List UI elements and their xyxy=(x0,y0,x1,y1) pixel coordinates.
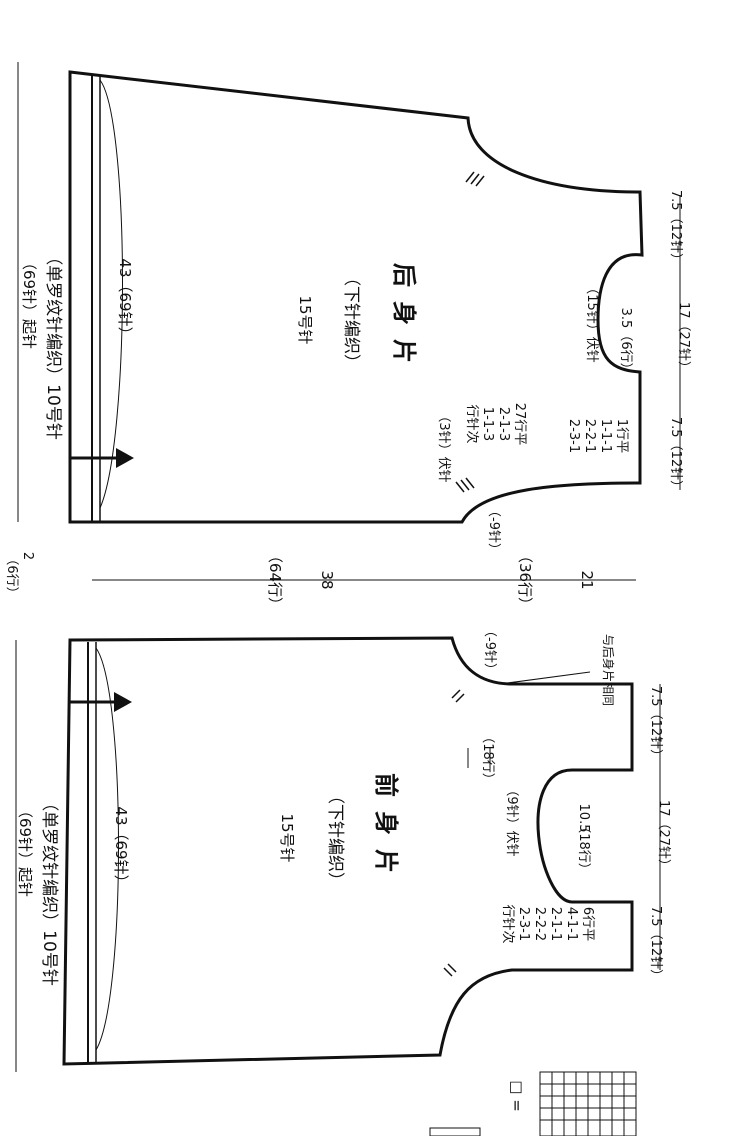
back-neck-dec-1: 1-1-1 xyxy=(598,419,613,453)
front-arrow-head xyxy=(114,692,132,712)
back-armhole-arc xyxy=(99,79,123,509)
back-armhole-dec-1: 2-1-3 xyxy=(496,407,511,441)
front-neck-dec-2: 2-1-1 xyxy=(548,907,563,941)
back-neck-depth-a: 3.5 xyxy=(618,308,633,329)
front-ticks-top xyxy=(451,689,465,703)
armhole-depth-rows: （36行） xyxy=(516,548,534,612)
front-needle: 15号针 xyxy=(278,813,296,862)
back-neck-depth-b: （6行） xyxy=(618,328,633,375)
back-ticks-top xyxy=(465,171,485,187)
front-title: 前身片 xyxy=(372,773,400,887)
back-armhole-bindoff: （3针）伏针 xyxy=(436,409,451,482)
back-piece-outline xyxy=(68,70,644,524)
length-rows: （64行） xyxy=(266,548,284,612)
front-same-as-back: 与后身片相同 xyxy=(601,634,616,706)
back-ticks-bottom xyxy=(455,477,475,493)
back-neck-dec-2: 2-2-1 xyxy=(582,419,597,453)
back-armhole-dec-0: 27行平 xyxy=(512,403,527,446)
back-neck-width: 17（27针） xyxy=(676,302,691,374)
back-armhole-minus: （-9针） xyxy=(486,504,501,556)
front-neck-depth-a: 10.5 xyxy=(576,804,591,833)
back-needle: 15号针 xyxy=(296,295,314,344)
front-side-rows: （18行） xyxy=(480,730,495,786)
front-shoulder-right: 7.5（12针） xyxy=(648,906,663,982)
front-armhole-arc xyxy=(95,647,119,1051)
rib-height-rows: （6行） xyxy=(4,552,19,599)
front-neck-bindoff: （9针）伏针 xyxy=(504,783,519,856)
back-neck-dec-0: 1行平 xyxy=(614,419,629,453)
back-arrow-head xyxy=(116,448,134,468)
front-neck-dec-3: 2-2-2 xyxy=(532,907,547,941)
same-as-back-leader xyxy=(499,671,591,685)
back-rib-label: （单罗纹针编织）10号针 xyxy=(43,248,63,440)
back-technique: （下针编织） xyxy=(341,269,361,371)
front-neck-width: 17（27针） xyxy=(656,800,671,872)
back-cast-on: （69针）起针 xyxy=(20,255,38,349)
legend-symbol: □ = xyxy=(508,1080,526,1112)
front-technique: （下针编织） xyxy=(325,787,345,889)
back-armhole-dec-2: 1-1-3 xyxy=(480,407,495,441)
front-neck-depth-b: （18行） xyxy=(576,820,591,876)
front-cast-on: （69针）起针 xyxy=(16,803,34,897)
back-shoulder-right: 7.5（12针） xyxy=(668,417,683,493)
back-title: 后身片 xyxy=(390,263,418,377)
front-neck-dec-0: 6行平 xyxy=(580,907,595,941)
front-shoulder-left: 7.5（12针） xyxy=(648,686,663,762)
back-width-label: 43（69针） xyxy=(116,258,134,341)
back-neck-bindoff: （15针）伏针 xyxy=(584,281,599,363)
back-shoulder-left: 7.5（12针） xyxy=(668,190,683,266)
front-ticks-bottom xyxy=(443,963,457,977)
stitch-chart-grid xyxy=(539,1071,637,1136)
rib-height-value: 2 xyxy=(20,552,35,560)
front-width-label: 43（69针） xyxy=(112,806,130,889)
front-neck-dec-4: 2-3-1 xyxy=(516,907,531,941)
legend-box xyxy=(429,1127,481,1136)
front-piece-outline xyxy=(62,636,634,1066)
front-rib-label: （单罗纹针编织）10号针 xyxy=(39,794,59,986)
back-armhole-dec-3: 行针次 xyxy=(464,404,480,443)
length-value: 38 xyxy=(318,570,336,589)
front-armhole-minus: （-9针） xyxy=(482,624,497,676)
back-neck-dec-3: 2-3-1 xyxy=(566,419,581,453)
armhole-depth-value: 21 xyxy=(578,570,596,589)
front-neck-dec-1: 4-1-1 xyxy=(564,907,579,941)
front-neck-dec-5: 行针次 xyxy=(500,904,516,943)
